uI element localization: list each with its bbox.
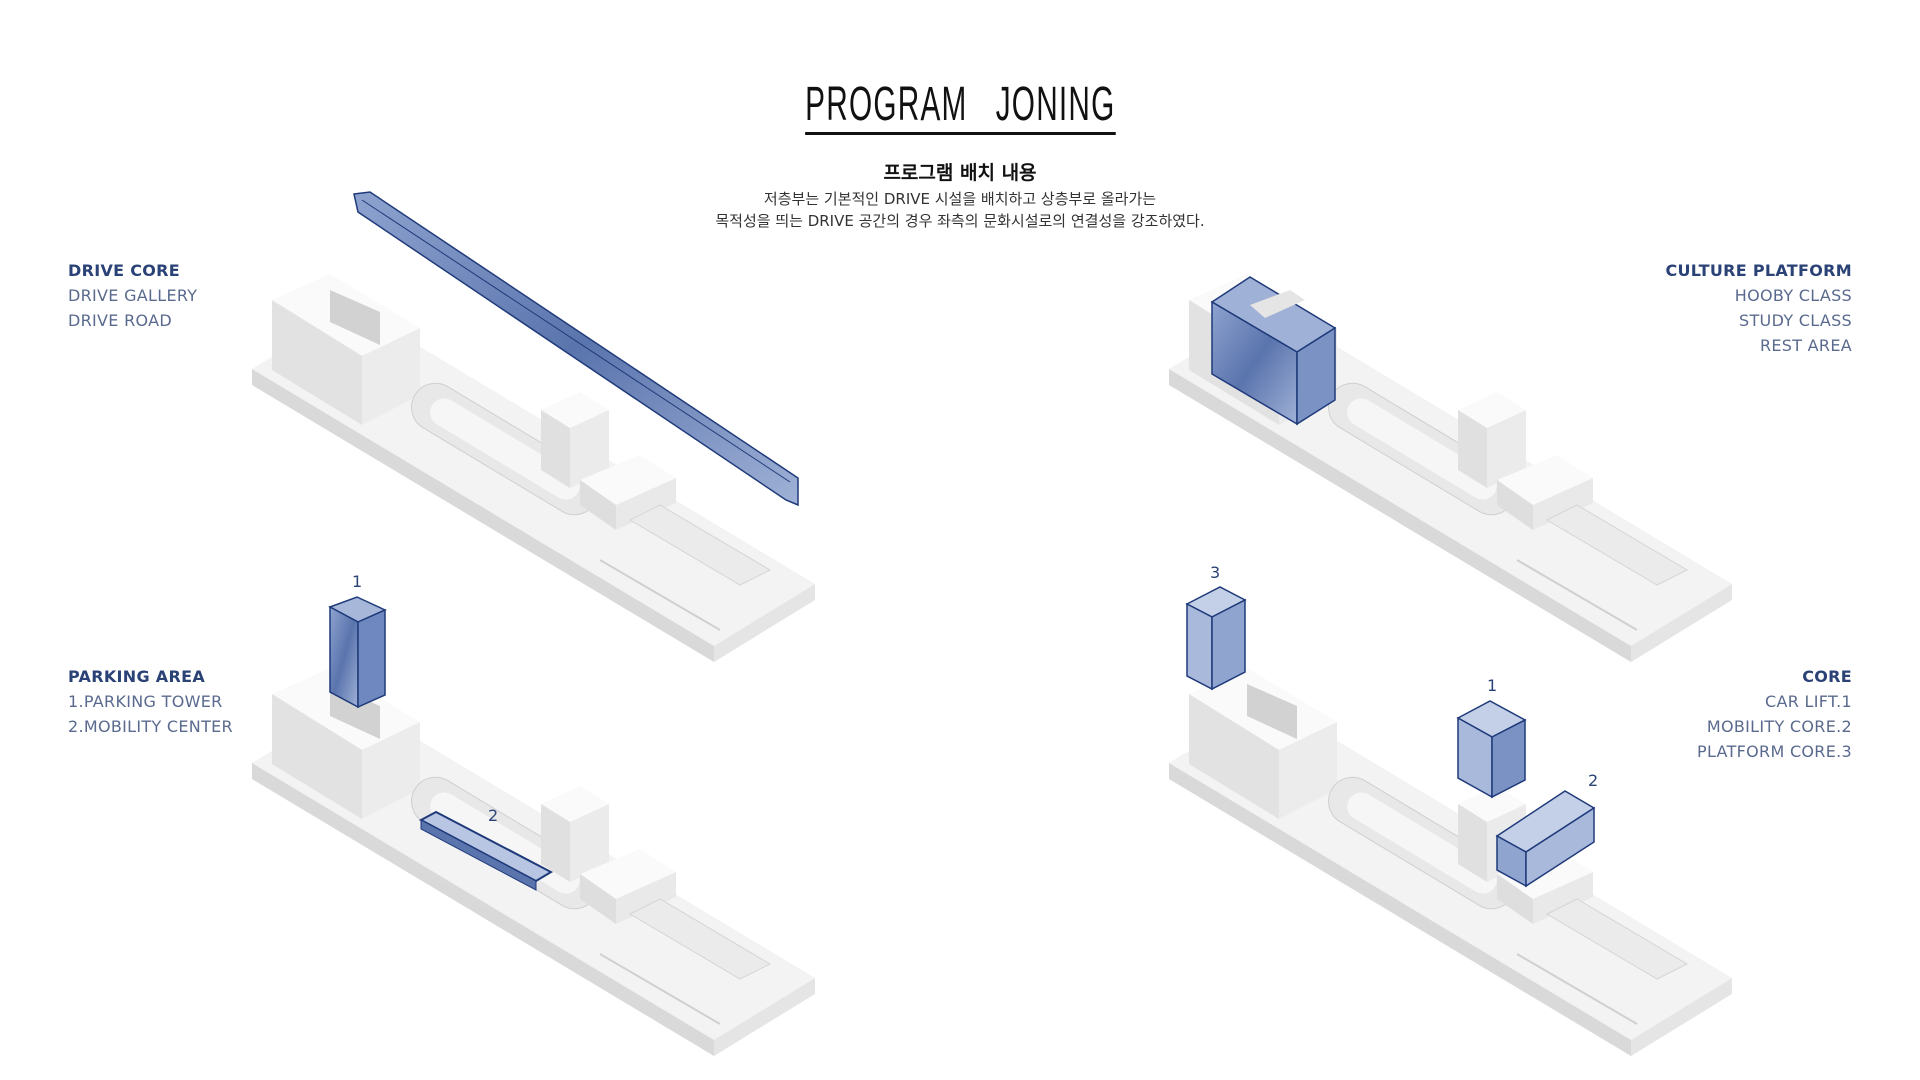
legend-item: REST AREA (1759, 336, 1852, 355)
subtitle: 프로그램 배치 내용 (883, 162, 1037, 184)
description-line: 저층부는 기본적인 DRIVE 시설을 배치하고 상층부로 올라가는 (763, 190, 1157, 208)
drive-ramp-highlight (353, 191, 799, 507)
description: 저층부는 기본적인 DRIVE 시설을 배치하고 상층부로 올라가는 목적성을 … (0, 188, 1920, 232)
marker-parking-tower: 1 (352, 572, 363, 591)
model-core (1168, 667, 1733, 1057)
legend-item: PLATFORM CORE.3 (1697, 742, 1852, 761)
legend-heading: DRIVE CORE (68, 261, 181, 280)
model-drive-core (251, 273, 816, 663)
marker-car-lift: 1 (1487, 676, 1498, 695)
core-legend: CORE CAR LIFT.1 MOBILITY CORE.2 PLATFORM… (1697, 664, 1852, 764)
culture-platform-highlight (1210, 276, 1337, 426)
legend-item: STUDY CLASS (1739, 311, 1852, 330)
mobility-core-highlight (1495, 790, 1596, 888)
marker-mobility-center: 2 (488, 806, 499, 825)
parking-tower-highlight (328, 596, 387, 709)
platform-core-highlight (1185, 586, 1247, 691)
car-lift-highlight (1456, 700, 1527, 799)
parking-area-legend: PARKING AREA 1.PARKING TOWER 2.MOBILITY … (68, 664, 233, 739)
mobility-center-highlight (418, 810, 554, 891)
legend-heading: CULTURE PLATFORM (1665, 261, 1852, 280)
legend-item: DRIVE ROAD (68, 311, 172, 330)
marker-platform-core: 3 (1210, 563, 1221, 582)
culture-platform-legend: CULTURE PLATFORM HOOBY CLASS STUDY CLASS… (1665, 258, 1852, 358)
legend-heading: PARKING AREA (68, 667, 206, 686)
legend-item: 1.PARKING TOWER (68, 692, 223, 711)
legend-item: CAR LIFT.1 (1764, 692, 1852, 711)
legend-item: MOBILITY CORE.2 (1706, 717, 1852, 736)
drive-core-legend: DRIVE CORE DRIVE GALLERY DRIVE ROAD (68, 258, 197, 333)
marker-mobility-core: 2 (1588, 771, 1599, 790)
page-title: PROGRAM JONING (0, 78, 1920, 135)
legend-heading: CORE (1802, 667, 1852, 686)
legend-item: DRIVE GALLERY (68, 286, 198, 305)
legend-item: 2.MOBILITY CENTER (68, 717, 233, 736)
legend-item: HOOBY CLASS (1734, 286, 1852, 305)
description-line: 목적성을 띄는 DRIVE 공간의 경우 좌측의 문화시설로의 연결성을 강조하… (715, 212, 1205, 230)
